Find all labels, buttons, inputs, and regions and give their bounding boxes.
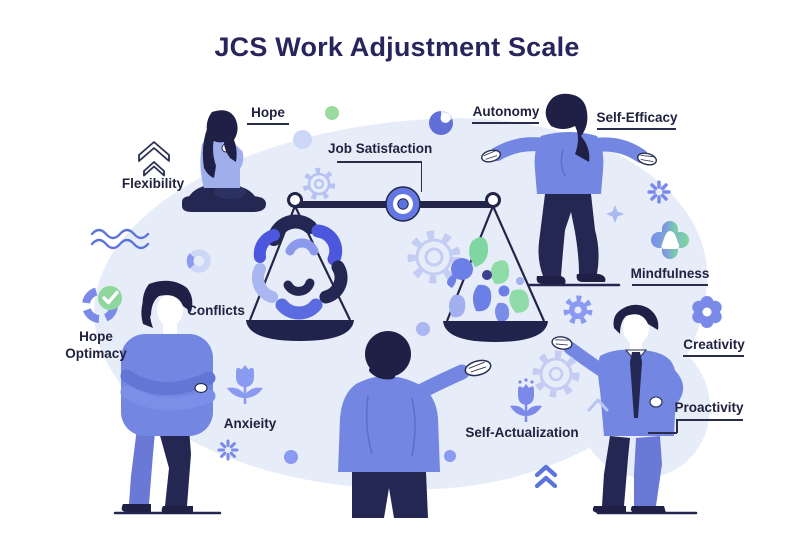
job-satisfaction-connector-h — [337, 161, 422, 163]
spread-arms-woman-illustration — [480, 93, 658, 287]
gear-check-icon — [82, 286, 122, 323]
businessman-illustration — [551, 304, 698, 515]
gear-outline-icon — [407, 230, 461, 284]
hope-underline — [247, 123, 289, 125]
balance-scale-icon — [246, 167, 548, 342]
pie-swirl-icon — [429, 111, 453, 135]
mindfulness-cross-icon — [651, 221, 689, 259]
label-hope-optimacy-line1: Hope — [79, 329, 113, 344]
label-self-actualization: Self-Actualization — [465, 425, 579, 440]
creativity-flower-icon — [692, 296, 722, 328]
creativity-underline — [683, 355, 744, 357]
crossed-arms-man-illustration — [113, 280, 222, 515]
label-flexibility: Flexibility — [121, 176, 185, 191]
label-autonomy: Autonomy — [472, 104, 540, 119]
tulip-icon — [510, 378, 542, 422]
autonomy-underline — [472, 122, 539, 124]
pale-blue-dot — [293, 130, 312, 149]
label-creativity: Creativity — [683, 337, 745, 352]
blue-dot-center — [444, 450, 456, 462]
job-satisfaction-connector-v — [420, 161, 423, 192]
gear-filled-icon — [563, 295, 593, 325]
donut-chart-icon — [186, 249, 211, 273]
label-self-efficacy: Self-Efficacy — [596, 110, 678, 125]
wave-lines-icon — [90, 228, 150, 250]
proactivity-connector-h1 — [676, 419, 743, 421]
green-dot — [325, 106, 339, 120]
blue-dot-anxiety — [284, 450, 298, 464]
label-conflicts: Conflicts — [187, 303, 245, 318]
label-proactivity: Proactivity — [674, 400, 744, 415]
man-from-behind-illustration — [338, 331, 492, 518]
mindfulness-underline — [632, 284, 708, 286]
label-hope: Hope — [251, 105, 285, 120]
double-chevron-solid-icon — [534, 464, 558, 489]
proactivity-connector-h2 — [648, 432, 677, 434]
proactivity-connector-v — [676, 419, 678, 433]
double-chevron-outline-icon — [138, 141, 170, 177]
label-hope-optimacy: Hope Optimacy — [48, 328, 144, 362]
gear-outline-icon — [532, 350, 580, 398]
page-title: JCS Work Adjustment Scale — [214, 32, 580, 62]
single-chevron-icon — [587, 398, 609, 412]
label-anxiety: Anxieity — [223, 416, 277, 431]
sparkle-asterisk-icon — [647, 180, 671, 204]
label-job-satisfaction: Job Satisfaction — [328, 141, 433, 156]
four-point-star-icon — [606, 205, 624, 223]
sparkle-asterisk-icon — [217, 439, 239, 461]
self-efficacy-underline — [597, 128, 676, 130]
sitting-woman-illustration — [182, 110, 266, 212]
gear-outline-icon — [302, 167, 336, 201]
label-mindfulness: Mindfulness — [630, 266, 710, 281]
tulip-icon — [227, 365, 263, 404]
label-hope-optimacy-line2: Optimacy — [65, 346, 127, 361]
